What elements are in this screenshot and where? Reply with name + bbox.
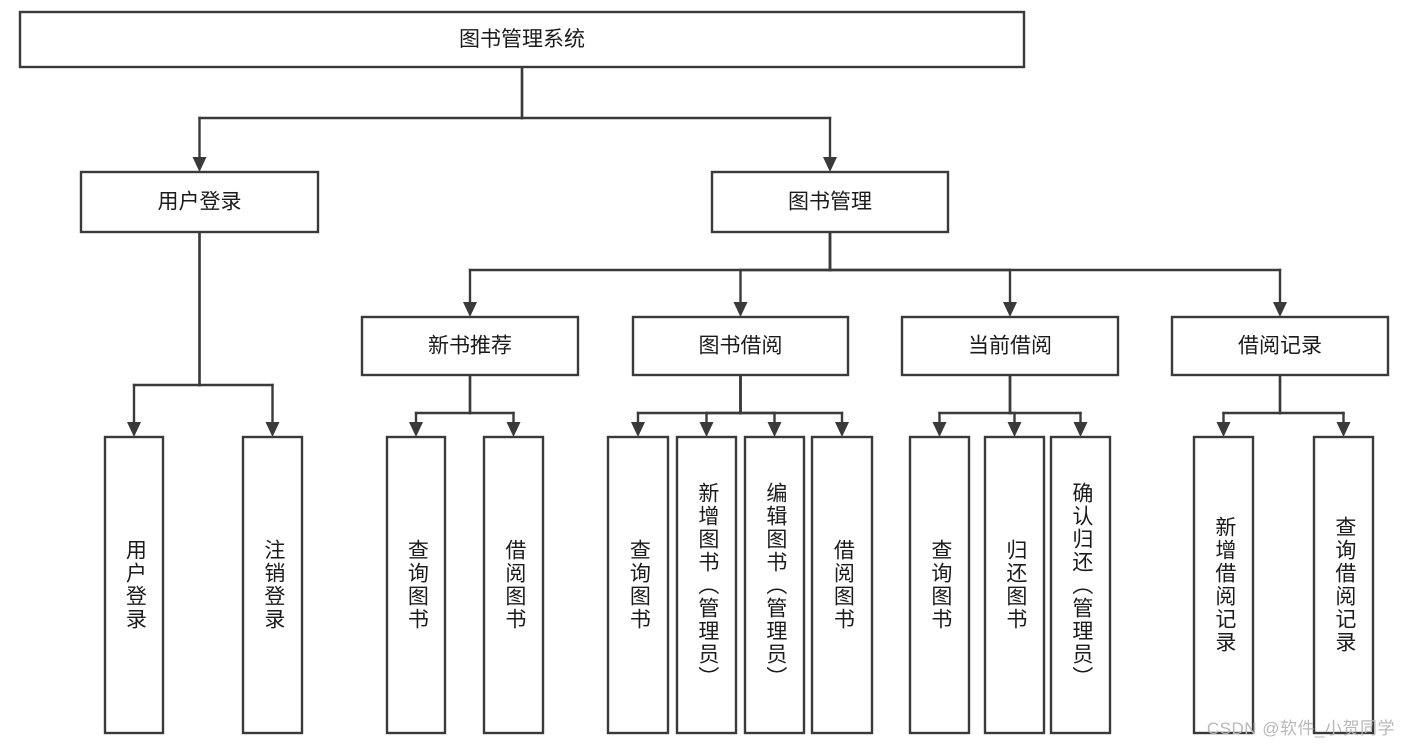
arrowhead-l2-l3-0 — [463, 302, 477, 317]
arrowhead-leaf-10 — [1073, 422, 1088, 437]
connector-layer — [127, 65, 1351, 437]
node-level3-label-2: 当前借阅 — [968, 335, 1052, 358]
node-leaf-借阅图书-7[interactable] — [810, 435, 874, 735]
node-level2-label-1: 图书管理 — [788, 191, 872, 214]
node-leaf-确认归还管理员-10[interactable] — [1049, 435, 1112, 735]
node-level3-图书借阅[interactable] — [631, 315, 850, 377]
node-leaf-新增图书管理员-5[interactable] — [675, 435, 738, 735]
node-level3-label-0: 新书推荐 — [428, 335, 512, 358]
node-leaf-查询图书-8[interactable] — [908, 435, 971, 735]
arrowhead-leaf-9 — [1007, 422, 1022, 437]
node-level2-用户登录[interactable] — [79, 170, 320, 234]
arrowhead-leaf-6 — [767, 422, 782, 437]
node-leaf-编辑图书管理员-6[interactable] — [743, 435, 806, 735]
node-level2-label-0: 用户登录 — [158, 191, 242, 214]
node-leaf-查询图书-4[interactable] — [606, 435, 670, 735]
node-level3-label-1: 图书借阅 — [699, 335, 783, 358]
arrowhead-leaf-2 — [409, 422, 423, 437]
node-level3-借阅记录[interactable] — [1170, 315, 1390, 377]
node-leaf-查询图书-2[interactable] — [385, 435, 447, 735]
node-leaf-借阅图书-3[interactable] — [482, 435, 545, 735]
arrowhead-l2-l3-3 — [1273, 302, 1287, 317]
arrowhead-root-l2-1 — [823, 157, 837, 172]
arrowhead-leaf-8 — [932, 422, 947, 437]
node-leaf-用户登录-0[interactable] — [103, 435, 165, 735]
arrowhead-leaf-7 — [835, 422, 849, 437]
node-leaf-注销登录-1[interactable] — [241, 435, 304, 735]
arrowhead-root-l2-0 — [192, 157, 207, 172]
arrowhead-l2-l3-1 — [733, 302, 748, 317]
arrowhead-leaf-1 — [265, 422, 280, 437]
node-root-图书管理系统[interactable] — [18, 10, 1026, 69]
node-root-label: 图书管理系统 — [459, 28, 585, 51]
arrowhead-l2-l3-2 — [1003, 302, 1017, 317]
node-level2-图书管理[interactable] — [710, 170, 950, 234]
arrowhead-leaf-5 — [699, 422, 714, 437]
node-leaf-查询借阅记录-12[interactable] — [1312, 435, 1375, 735]
node-level3-label-3: 借阅记录 — [1238, 335, 1322, 358]
arrowhead-leaf-3 — [506, 422, 521, 437]
arrowhead-leaf-12 — [1336, 422, 1351, 437]
arrowhead-leaf-0 — [127, 422, 141, 437]
arrowhead-leaf-11 — [1216, 422, 1231, 437]
watermark-label: CSDN @软件_小贺同学 — [1206, 719, 1395, 738]
node-leaf-归还图书-9[interactable] — [983, 435, 1046, 735]
node-level3-当前借阅[interactable] — [900, 315, 1120, 377]
node-level3-新书推荐[interactable] — [360, 315, 580, 377]
node-leaf-新增借阅记录-11[interactable] — [1192, 435, 1255, 735]
arrowhead-leaf-4 — [631, 422, 645, 437]
